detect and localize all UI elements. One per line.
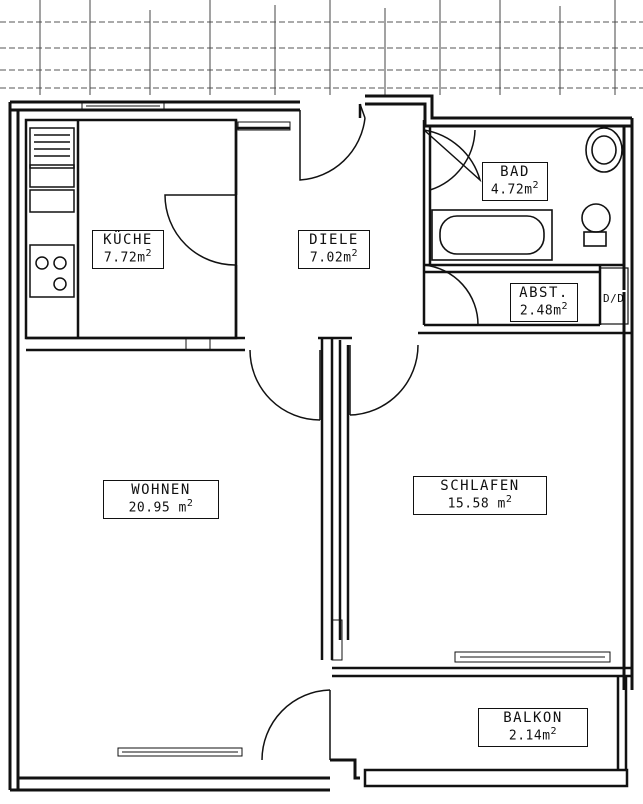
room-area: 4.72m2	[490, 180, 540, 198]
room-name: DIELE	[309, 232, 359, 248]
door-swings	[164, 103, 482, 761]
interior-walls	[26, 104, 632, 788]
window-markers	[81, 101, 611, 757]
room-name: ABST.	[519, 285, 569, 301]
room-label-wohnen: WOHNEN 20.95 m2	[103, 480, 219, 520]
room-area: 15.58 m2	[447, 494, 513, 512]
top-grid-ticks	[39, 0, 616, 95]
room-name: KÜCHE	[103, 232, 153, 248]
bathroom-fixtures	[431, 127, 623, 261]
room-area: 7.02m2	[309, 248, 359, 266]
room-label-balkon: BALKON 2.14m2	[478, 708, 588, 748]
top-grid-lines	[0, 21, 643, 89]
shaft-label: D/D	[603, 292, 625, 305]
room-label-kueche: KÜCHE 7.72m2	[92, 230, 164, 270]
room-name: BAD	[500, 164, 530, 180]
room-name: WOHNEN	[131, 482, 191, 498]
kitchen-walls	[24, 118, 238, 340]
room-label-diele: DIELE 7.02m2	[298, 230, 370, 270]
room-label-bad: BAD 4.72m2	[482, 162, 548, 202]
room-area: 7.72m2	[103, 248, 153, 266]
shaft	[599, 267, 629, 325]
room-label-abst: ABST. 2.48m2	[510, 283, 578, 323]
kitchen-counter	[29, 127, 75, 298]
room-name: BALKON	[503, 710, 563, 726]
room-area: 2.14m2	[508, 726, 558, 744]
room-area: 20.95 m2	[128, 498, 194, 516]
room-label-schlafen: SCHLAFEN 15.58 m2	[413, 476, 547, 516]
room-name: SCHLAFEN	[440, 478, 520, 494]
room-area: 2.48m2	[519, 301, 569, 319]
